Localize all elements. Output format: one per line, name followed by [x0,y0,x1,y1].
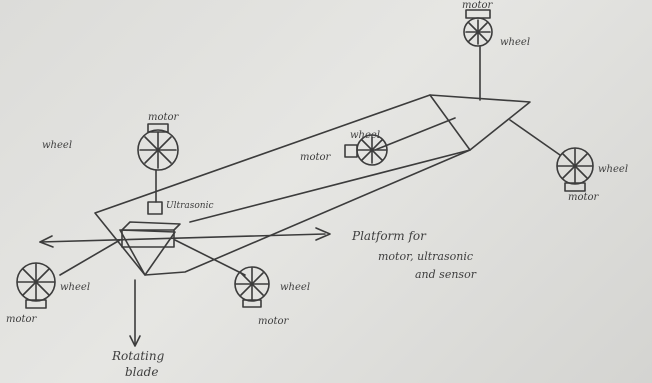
arm-lower-left [60,240,120,275]
wheel-top-right [464,10,492,46]
label-platform-line3: and sensor [415,268,477,281]
platform-arrow-line [40,234,325,242]
platform-ridge [430,95,470,150]
label-wheel-right: wheel [598,164,628,175]
wheel-lower-center [235,267,269,307]
label-motor-center: motor [300,152,332,163]
label-motor-top-right: motor [462,0,494,11]
label-platform-line1: Platform for [351,229,427,243]
label-wheel-top-right: wheel [500,37,530,48]
label-wheel-upper-left: wheel [42,140,72,151]
wheel-upper-left [138,124,178,170]
label-motor-upper-left: motor [148,112,180,123]
wheel-lower-left [17,263,55,308]
label-rotating-blade-line2: blade [125,365,158,379]
sensor-box-top [122,222,180,230]
front-pyramid [120,230,175,275]
label-platform-line2: motor, ultrasonic [378,250,473,263]
arm-lower-center [175,240,245,275]
label-motor-lower-center: motor [258,316,290,327]
label-wheel-lower-center: wheel [280,282,310,293]
label-wheel-lower-left: wheel [60,282,90,293]
ultrasonic-mount [148,202,162,214]
arm-right [510,120,560,155]
label-motor-lower-left: motor [6,314,38,325]
label-wheel-center: wheel [350,130,380,141]
label-ultrasonic: Ultrasonic [166,201,214,211]
label-rotating-blade-line1: Rotating [111,349,165,363]
wheel-right [557,148,593,191]
label-motor-right: motor [568,192,600,203]
